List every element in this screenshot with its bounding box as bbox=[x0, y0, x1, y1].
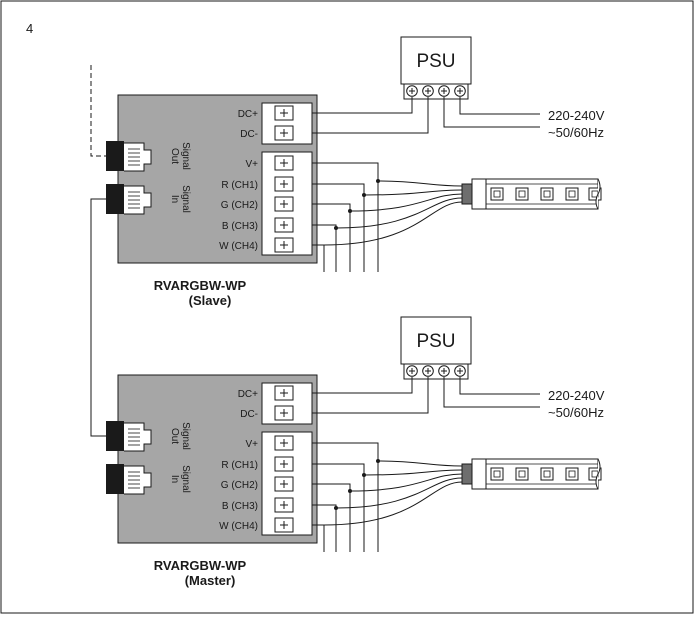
terminal-label-w: W (CH4) bbox=[219, 521, 258, 532]
signal-out-label-2: Out bbox=[169, 428, 180, 444]
slave-unit: DC+ DC- V+ R (CH1) G (CH2) B (CH3) W (CH… bbox=[105, 36, 605, 308]
diagram-number: 4 bbox=[26, 21, 33, 36]
terminal-label-vplus: V+ bbox=[245, 439, 258, 450]
psu-label: PSU bbox=[416, 51, 455, 72]
master-unit: DC+ DC- V+ R (CH1) G (CH2) B (CH3) W (CH… bbox=[105, 316, 605, 588]
terminal-label-r: R (CH1) bbox=[221, 180, 258, 191]
signal-out-port bbox=[105, 420, 152, 452]
terminal-label-vplus: V+ bbox=[245, 159, 258, 170]
psu-terminal-strip bbox=[403, 363, 469, 380]
role-label: (Master) bbox=[185, 573, 236, 588]
terminal-label-b: B (CH3) bbox=[222, 501, 258, 512]
terminal-label-w: W (CH4) bbox=[219, 241, 258, 252]
terminal-label-g: G (CH2) bbox=[221, 480, 258, 491]
psu-terminal-strip bbox=[403, 83, 469, 100]
signal-continuation-dashed bbox=[90, 65, 106, 157]
terminal-label-b: B (CH3) bbox=[222, 221, 258, 232]
terminal-label-dc-plus: DC+ bbox=[238, 109, 258, 120]
terminal-label-dc-plus: DC+ bbox=[238, 389, 258, 400]
psu-box bbox=[400, 316, 472, 365]
mains-frequency: ~50/60Hz bbox=[548, 405, 604, 420]
psu-label: PSU bbox=[416, 331, 455, 352]
signal-in-port bbox=[105, 183, 152, 215]
terminal-label-dc-minus: DC- bbox=[240, 409, 258, 420]
signal-out-label-2: Out bbox=[169, 148, 180, 164]
signal-out-port bbox=[105, 140, 152, 172]
terminal-label-dc-minus: DC- bbox=[240, 129, 258, 140]
signal-in-port bbox=[105, 463, 152, 495]
signal-in-label-2: In bbox=[169, 195, 180, 203]
signal-chain-cable bbox=[90, 198, 106, 437]
signal-in-label-1: Signal bbox=[180, 185, 191, 213]
signal-in-label-2: In bbox=[169, 475, 180, 483]
terminal-label-g: G (CH2) bbox=[221, 200, 258, 211]
signal-out-label-1: Signal bbox=[180, 142, 191, 170]
terminal-label-r: R (CH1) bbox=[221, 460, 258, 471]
mains-voltage: 220-240V bbox=[548, 108, 605, 123]
psu-box bbox=[400, 36, 472, 85]
model-label: RVARGBW-WP bbox=[154, 558, 247, 573]
signal-out-label-1: Signal bbox=[180, 422, 191, 450]
signal-in-label-1: Signal bbox=[180, 465, 191, 493]
mains-frequency: ~50/60Hz bbox=[548, 125, 604, 140]
mains-voltage: 220-240V bbox=[548, 388, 605, 403]
role-label: (Slave) bbox=[189, 293, 232, 308]
model-label: RVARGBW-WP bbox=[154, 278, 247, 293]
